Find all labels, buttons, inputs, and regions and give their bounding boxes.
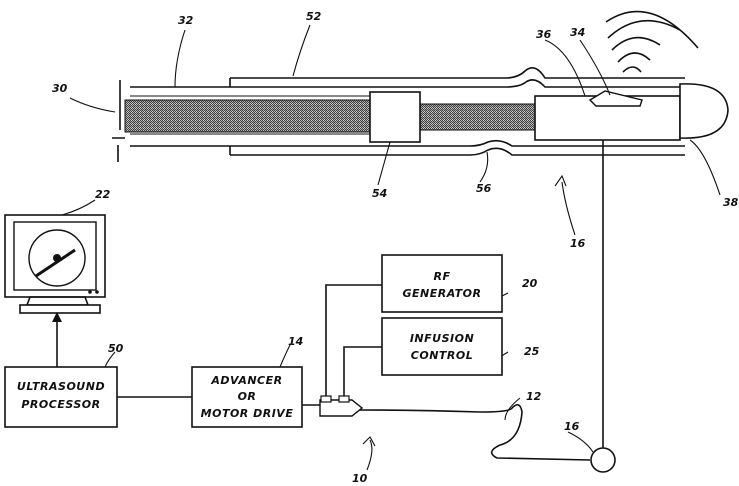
ultrasound-processor-box [5,367,117,427]
ref-34: 34 [570,26,585,39]
ultrasound-wave-icon [606,12,698,72]
catheter-end [112,80,125,162]
coupling [370,92,420,142]
ref-16-bottom: 16 [564,420,580,433]
drive-shaft-distal [420,104,535,130]
rf-generator-box [382,255,502,312]
connector-16 [591,448,615,472]
ref-20: 20 [522,277,538,290]
rf-line2: GENERATOR [402,287,481,300]
ref-36: 36 [536,28,552,41]
ref-32: 32 [178,14,194,27]
advancer-line3: MOTOR DRIVE [201,407,294,420]
ref-12: 12 [526,390,542,403]
drive-shaft [125,100,370,132]
transducer [590,91,642,106]
advancer-line1: ADVANCER [210,374,282,387]
ref-38: 38 [723,196,739,209]
ultrasound-line1: ULTRASOUND [17,380,105,393]
infusion-line2: CONTROL [411,349,473,362]
connections [117,285,590,460]
ref-30: 30 [52,82,68,95]
port-2 [339,396,349,402]
ref-10: 10 [352,472,368,485]
infusion-control-box [382,318,502,375]
ref-50: 50 [108,342,124,355]
ref-22: 22 [95,188,111,201]
ref-14: 14 [288,335,303,348]
ultrasound-line2: PROCESSOR [21,398,100,411]
advancer-line2: OR [238,390,257,403]
rf-line1: RF [434,270,451,283]
infusion-line1: INFUSION [410,332,474,345]
ref-56: 56 [476,182,492,195]
electrode-tip [680,84,728,138]
ref-16-top: 16 [570,237,586,250]
ref-25: 25 [524,345,540,358]
port-1 [321,396,331,402]
ref-52: 52 [306,10,322,23]
monitor-icon [5,215,105,313]
ref-54: 54 [372,187,387,200]
